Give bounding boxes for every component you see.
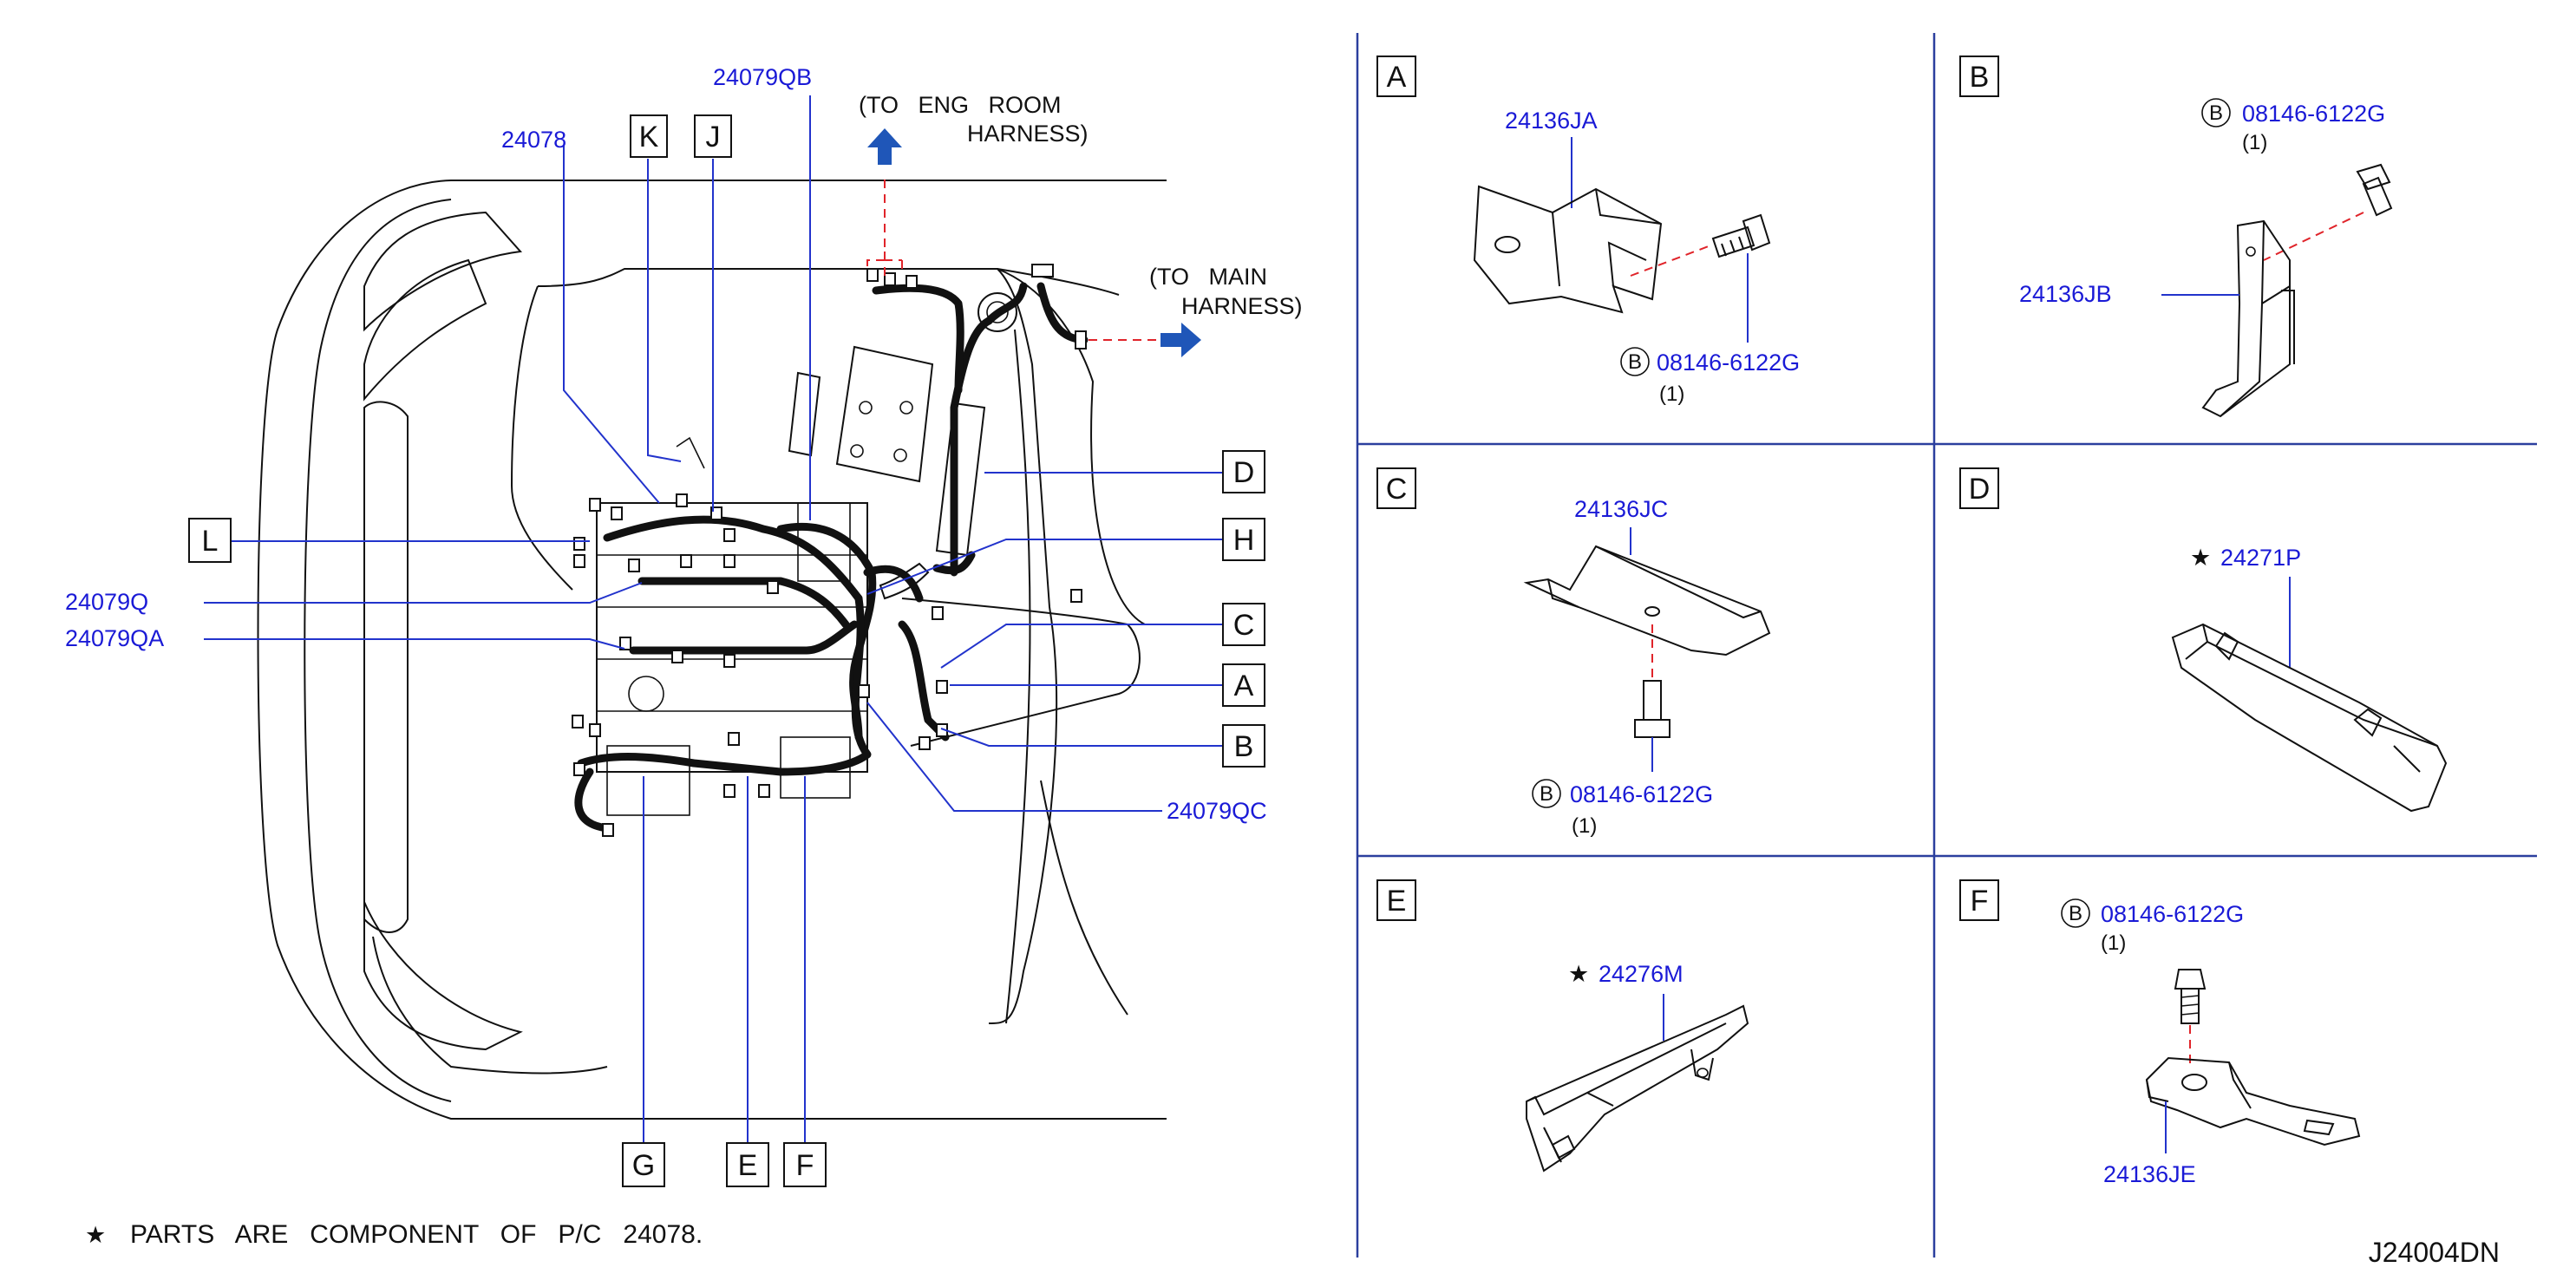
panel-F-qty: (1) xyxy=(2101,931,2126,955)
vehicle-outline xyxy=(257,180,1167,1120)
panel-F-letter: F xyxy=(1971,885,1989,918)
panel-F: F B 08146-6122G (1) 24136JE xyxy=(1959,879,2361,1187)
panel-E-part: 24276M xyxy=(1599,961,1684,987)
svg-text:D: D xyxy=(1233,456,1255,489)
panel-C: C 24136JC B 08146-6122G (1) xyxy=(1376,467,1771,838)
to-main-harness-line1: (TO MAIN xyxy=(1149,264,1267,290)
callout-E: E xyxy=(726,1142,769,1187)
harness-cover xyxy=(879,292,1017,600)
harness-links xyxy=(866,173,1158,341)
svg-text:G: G xyxy=(632,1149,655,1182)
label-24078: 24078 xyxy=(501,127,566,153)
bolt-icon xyxy=(2356,163,2393,217)
svg-text:E: E xyxy=(738,1149,758,1182)
svg-text:F: F xyxy=(796,1149,814,1182)
panel-B-letter: B xyxy=(1970,61,1990,94)
bracket-24136JE xyxy=(2145,1056,2361,1147)
panel-A: A 24136JA B 08146-6122G (1) xyxy=(1376,56,1800,406)
panel-F-part: 24136JE xyxy=(2103,1161,2196,1187)
panel-C-part: 24136JC xyxy=(1574,496,1668,522)
panel-A-bolt-letter: B xyxy=(1628,350,1642,374)
callout-D: D xyxy=(1222,450,1265,493)
panel-B-bolt: 08146-6122G xyxy=(2242,101,2385,127)
callout-J: J xyxy=(694,114,732,158)
bracket-24136JC xyxy=(1523,545,1771,657)
callout-K: K xyxy=(630,114,668,158)
svg-text:A: A xyxy=(1234,670,1254,702)
panel-B: B B 08146-6122G (1) 24136JB xyxy=(1959,56,2393,418)
bracket-24271P xyxy=(2171,623,2448,813)
panel-B-part: 24136JB xyxy=(2019,281,2112,307)
panel-A-part: 24136JA xyxy=(1505,108,1598,134)
bracket-24136JB xyxy=(2201,219,2295,418)
bolt-icon xyxy=(2174,969,2207,1024)
label-24079Q: 24079Q xyxy=(65,589,148,615)
callout-F: F xyxy=(783,1142,827,1187)
panel-D: D ★ 24271P xyxy=(1959,467,2448,813)
panel-D-letter: D xyxy=(1969,473,1991,506)
wire-harness xyxy=(574,282,1089,833)
callout-B: B xyxy=(1222,724,1265,768)
to-eng-room-harness-line2: HARNESS) xyxy=(967,121,1089,147)
panel-A-letter: A xyxy=(1387,61,1407,94)
callout-G: G xyxy=(622,1142,665,1187)
panel-F-bolt: 08146-6122G xyxy=(2101,901,2244,927)
arrow-right-icon xyxy=(1161,323,1201,357)
footnote-text: PARTS ARE COMPONENT OF P/C 24078. xyxy=(130,1220,703,1249)
to-main-harness-line2: HARNESS) xyxy=(1181,293,1303,319)
panel-grid xyxy=(1356,33,2537,1258)
arrow-up-icon xyxy=(867,128,902,165)
svg-text:J: J xyxy=(706,121,721,154)
panel-D-star: ★ xyxy=(2190,545,2211,571)
label-24079QA: 24079QA xyxy=(65,625,164,651)
panel-F-bolt-letter: B xyxy=(2069,902,2082,925)
svg-text:B: B xyxy=(1234,730,1254,763)
panel-E-star: ★ xyxy=(1568,961,1589,987)
callout-A: A xyxy=(1222,663,1265,707)
panel-A-qty: (1) xyxy=(1659,382,1684,406)
panel-A-bolt: 08146-6122G xyxy=(1657,350,1800,376)
panel-B-bolt-letter: B xyxy=(2209,101,2223,125)
callout-L: L xyxy=(188,518,232,563)
to-eng-room-harness-line1: (TO ENG ROOM xyxy=(859,92,1062,118)
panel-C-bolt: 08146-6122G xyxy=(1570,781,1713,807)
panel-B-qty: (1) xyxy=(2242,131,2267,154)
callout-H: H xyxy=(1222,518,1265,561)
bracket-24276M xyxy=(1526,1004,1749,1173)
bolt-icon xyxy=(1711,213,1771,258)
svg-text:H: H xyxy=(1233,524,1255,557)
panel-D-part: 24271P xyxy=(2220,545,2301,571)
bolt-icon xyxy=(1634,680,1670,738)
svg-text:C: C xyxy=(1233,609,1255,642)
drawing-code: J24004DN xyxy=(2369,1237,2500,1268)
bracket-24136JA xyxy=(1473,185,1663,314)
label-24079QC: 24079QC xyxy=(1167,798,1267,824)
connectors xyxy=(572,264,1087,837)
panel-E: E ★ 24276M xyxy=(1376,879,1749,1173)
svg-text:L: L xyxy=(202,525,219,558)
footnote-star: ★ xyxy=(85,1222,106,1248)
callout-C: C xyxy=(1222,603,1265,646)
leader-lines xyxy=(204,95,1223,1143)
panel-C-letter: C xyxy=(1386,473,1408,506)
label-24079QB: 24079QB xyxy=(713,64,812,90)
panel-C-qty: (1) xyxy=(1572,814,1597,838)
svg-text:K: K xyxy=(639,121,659,154)
panel-E-letter: E xyxy=(1387,885,1407,918)
panel-C-bolt-letter: B xyxy=(1540,782,1553,806)
